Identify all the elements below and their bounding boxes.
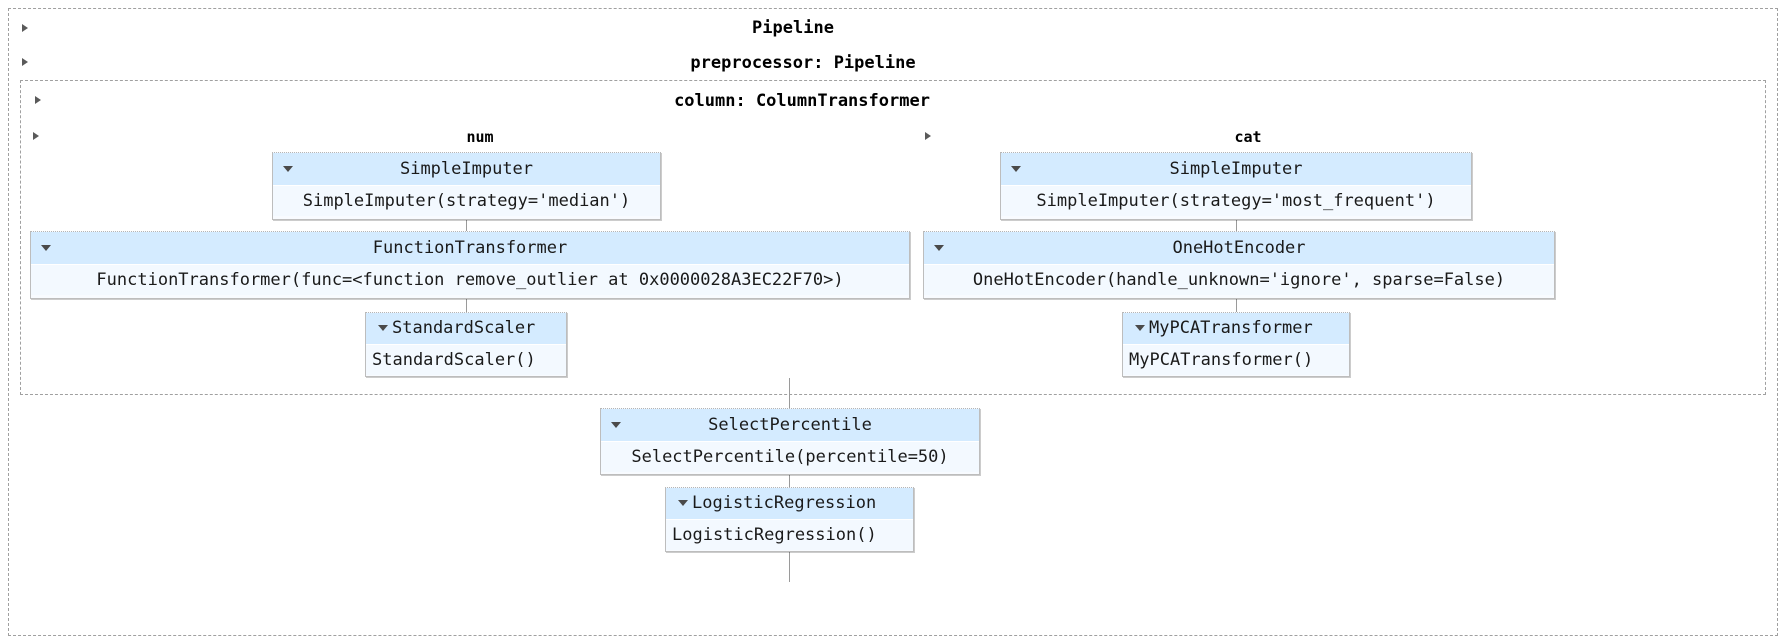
estimator-standard-scaler[interactable]: StandardScaler StandardScaler() <box>365 312 567 377</box>
connector-function-to-scaler <box>466 298 467 313</box>
connector-num-imputer-to-function <box>466 220 467 236</box>
estimator-one-hot-encoder[interactable]: OneHotEncoder OneHotEncoder(handle_unkno… <box>923 231 1555 299</box>
triangle-down-icon[interactable] <box>611 422 621 428</box>
preprocessor-toggle-icon[interactable] <box>22 58 28 66</box>
pipeline-root-label: Pipeline <box>752 18 834 38</box>
estimator-header[interactable]: MyPCATransformer <box>1123 313 1349 344</box>
preprocessor-label: preprocessor: Pipeline <box>690 53 916 73</box>
triangle-down-icon[interactable] <box>283 166 293 172</box>
estimator-repr: LogisticRegression() <box>666 519 913 550</box>
estimator-title: SimpleImputer <box>1169 159 1303 179</box>
estimator-repr: SimpleImputer(strategy='median') <box>273 185 660 216</box>
pipeline-root-container[interactable] <box>8 8 1778 636</box>
column-transformer-container[interactable] <box>20 80 1766 395</box>
estimator-title: FunctionTransformer <box>372 238 568 258</box>
estimator-title: SelectPercentile <box>708 415 872 435</box>
triangle-down-icon[interactable] <box>41 245 51 251</box>
estimator-repr: StandardScaler() <box>366 344 566 375</box>
estimator-my-pca-transformer[interactable]: MyPCATransformer MyPCATransformer() <box>1122 312 1350 377</box>
estimator-logistic-regression[interactable]: LogisticRegression LogisticRegression() <box>665 487 914 552</box>
estimator-function-transformer[interactable]: FunctionTransformer FunctionTransformer(… <box>30 231 910 299</box>
triangle-down-icon[interactable] <box>378 325 388 331</box>
column-cat-label: cat <box>1234 128 1262 146</box>
estimator-repr: FunctionTransformer(func=<function remov… <box>31 264 909 295</box>
pipeline-root-toggle-icon[interactable] <box>22 24 28 32</box>
estimator-title: StandardScaler <box>392 318 536 338</box>
estimator-title: LogisticRegression <box>692 493 877 513</box>
triangle-down-icon[interactable] <box>1135 325 1145 331</box>
estimator-title: SimpleImputer <box>399 159 534 179</box>
connector-cat-imputer-to-onehot <box>1236 220 1237 236</box>
estimator-repr: SelectPercentile(percentile=50) <box>601 441 979 472</box>
connector-logreg-down <box>789 552 790 582</box>
estimator-num-simple-imputer[interactable]: SimpleImputer SimpleImputer(strategy='me… <box>272 152 661 220</box>
estimator-repr: SimpleImputer(strategy='most_frequent') <box>1001 185 1471 216</box>
triangle-down-icon[interactable] <box>678 500 688 506</box>
estimator-repr: OneHotEncoder(handle_unknown='ignore', s… <box>924 264 1554 295</box>
column-cat-toggle-icon[interactable] <box>925 132 931 140</box>
connector-scaler-down <box>789 378 790 411</box>
estimator-header[interactable]: SimpleImputer <box>1001 153 1471 185</box>
column-transformer-toggle-icon[interactable] <box>35 96 41 104</box>
connector-percentile-to-logreg <box>789 475 790 489</box>
column-num-toggle-icon[interactable] <box>33 132 39 140</box>
triangle-down-icon[interactable] <box>1011 166 1021 172</box>
estimator-header[interactable]: FunctionTransformer <box>31 232 909 264</box>
estimator-cat-simple-imputer[interactable]: SimpleImputer SimpleImputer(strategy='mo… <box>1000 152 1472 220</box>
estimator-select-percentile[interactable]: SelectPercentile SelectPercentile(percen… <box>600 408 980 475</box>
estimator-header[interactable]: StandardScaler <box>366 313 566 344</box>
estimator-header[interactable]: SelectPercentile <box>601 409 979 441</box>
estimator-title: MyPCATransformer <box>1149 318 1313 338</box>
triangle-down-icon[interactable] <box>934 245 944 251</box>
estimator-header[interactable]: OneHotEncoder <box>924 232 1554 264</box>
estimator-header[interactable]: LogisticRegression <box>666 488 913 519</box>
estimator-header[interactable]: SimpleImputer <box>273 153 660 185</box>
column-num-label: num <box>466 128 494 146</box>
column-transformer-label: column: ColumnTransformer <box>674 91 930 111</box>
estimator-repr: MyPCATransformer() <box>1123 344 1349 375</box>
estimator-title: OneHotEncoder <box>1172 238 1306 258</box>
connector-onehot-to-pca <box>1236 298 1237 313</box>
